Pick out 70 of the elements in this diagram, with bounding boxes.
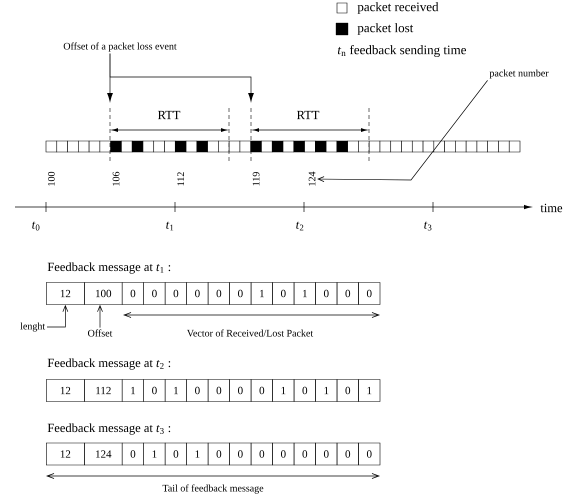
table-cell: 0	[336, 379, 359, 402]
table-cell: 1	[272, 379, 294, 402]
axis-label: time	[540, 204, 562, 212]
dimension-label: RTT	[158, 110, 180, 120]
table-cell: 0	[122, 282, 144, 305]
text-label: Offset	[88, 329, 112, 337]
table-cell: 0	[143, 379, 166, 402]
table-cell: 1	[358, 379, 380, 402]
heading: Feedback message at t$_{3}$ :	[48, 423, 170, 435]
table-cell: 0	[315, 282, 338, 305]
packet-number: 124	[308, 172, 316, 186]
table-cell: 1	[122, 379, 144, 402]
table-cell: 0	[208, 282, 230, 305]
time-label: t$_{3}$	[424, 222, 432, 230]
leader-arrow	[317, 80, 488, 182]
text-label: lenght	[20, 322, 46, 332]
table-cell: 124	[84, 442, 122, 466]
table-cell: 112	[84, 379, 122, 402]
packet-number: 106	[112, 172, 120, 186]
table-cell: 12	[46, 442, 85, 466]
table-cell: 0	[315, 442, 338, 466]
table-cell: 12	[46, 282, 85, 305]
table-cell: 0	[250, 442, 273, 466]
time-label: t$_{2}$	[296, 222, 304, 230]
table-cell: 0	[336, 282, 359, 305]
table-cell: 0	[272, 442, 294, 466]
table-cell: 1	[294, 282, 316, 305]
table-cell: 0	[208, 442, 230, 466]
table-cell: 0	[358, 442, 380, 466]
legend-text: packet lost	[358, 23, 414, 35]
table-cell: 0	[229, 379, 252, 402]
table-cell: 0	[229, 282, 252, 305]
table-cell: 0	[186, 379, 208, 402]
packet-number: 100	[48, 172, 55, 186]
table-cell: 1	[250, 282, 273, 305]
table-cell: 0	[294, 379, 316, 402]
table-cell: 12	[46, 379, 85, 402]
packet-number: 112	[177, 172, 184, 186]
table-cell: 0	[358, 282, 380, 305]
table-cell: 0	[208, 379, 230, 402]
table-cell: 0	[250, 379, 273, 402]
table-cell: 0	[122, 442, 144, 466]
table-cell: 100	[84, 282, 122, 305]
legend-text: packet received	[358, 2, 438, 14]
table-cell: 1	[186, 442, 208, 466]
table-cell: 0	[143, 282, 166, 305]
dimension-label: Vector of Received/Lost Packet	[186, 329, 314, 337]
heading: Feedback message at t$_{2}$ :	[48, 358, 170, 370]
leader-arrow	[97, 304, 103, 328]
time-label: t$_{0}$	[32, 222, 40, 230]
legend-text: t$_{n}$ feedback sending time	[338, 45, 466, 57]
table-cell: 0	[164, 442, 187, 466]
text-label: Offset of a packet loss event	[64, 42, 177, 52]
table-cell: 0	[229, 442, 252, 466]
table-cell: 0	[272, 282, 294, 305]
text-label: packet number	[490, 69, 548, 79]
table-cell: 0	[164, 282, 187, 305]
leader-arrow	[110, 53, 254, 102]
dimension-label: RTT	[296, 110, 320, 120]
table-cell: 1	[164, 379, 187, 402]
packet-number: 119	[252, 172, 260, 186]
table-cell: 0	[336, 442, 359, 466]
table-cell: 0	[186, 282, 208, 305]
table-cell: 1	[315, 379, 338, 402]
table-cell: 0	[294, 442, 316, 466]
leader-arrow	[46, 304, 68, 328]
heading: Feedback message at t$_{1}$ :	[48, 262, 170, 274]
table-cell: 1	[143, 442, 166, 466]
dimension-label: Tail of feedback message	[162, 484, 264, 494]
time-label: t$_{1}$	[166, 222, 174, 230]
